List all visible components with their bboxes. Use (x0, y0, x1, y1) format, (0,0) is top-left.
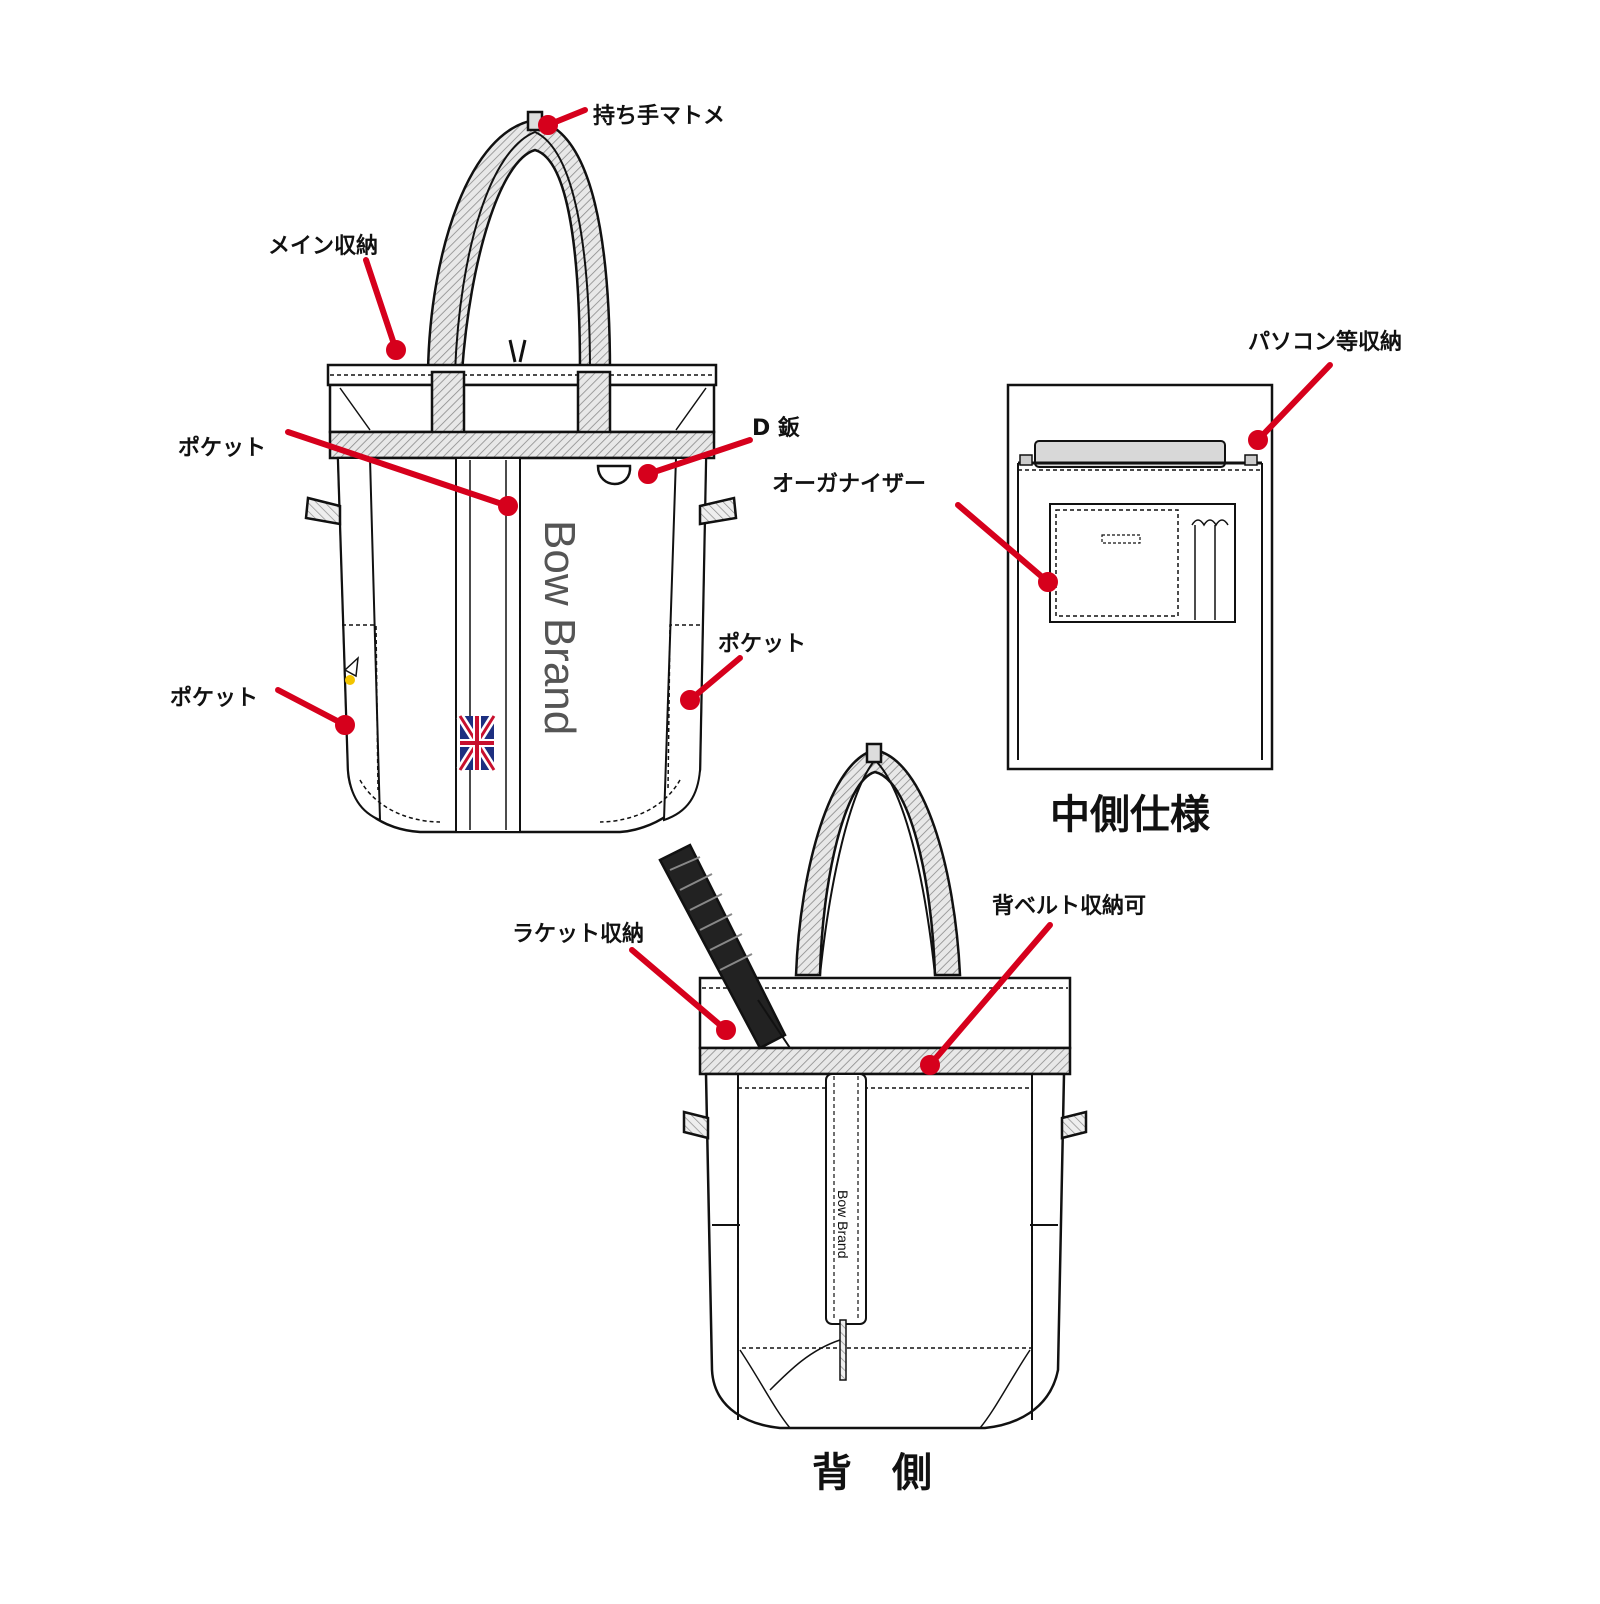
leader-organizer (955, 502, 1051, 585)
front-main-body (336, 456, 708, 834)
back-main-body (704, 1072, 1066, 1430)
racket (658, 843, 791, 1050)
front-belt-band (328, 430, 716, 460)
leader-lines (275, 107, 1333, 1075)
leader-pocket-front (285, 429, 511, 509)
leader-pocket-right (687, 655, 743, 703)
label-organizer: オーガナイザー (772, 472, 927, 497)
leader-main-storage (363, 257, 399, 353)
label-pc-storage: パソコン等収納 (1248, 330, 1403, 355)
leader-pocket-left (275, 687, 348, 728)
union-jack-flag (456, 713, 498, 773)
leader-pc-storage (1255, 362, 1333, 443)
label-d-ring: D 鈑 (752, 416, 800, 441)
leader-d-ring (645, 437, 753, 477)
label-pocket-front: ポケット (178, 436, 267, 461)
back-belt-band (698, 1046, 1072, 1076)
back-brand-text: Bow Brand (835, 1190, 851, 1258)
label-back-side: 背 側 (812, 1450, 932, 1496)
label-main-storage: メイン収納 (268, 234, 379, 259)
leader-racket-storage (629, 947, 729, 1033)
front-brand-text: Bow Brand (535, 520, 584, 735)
side-logo (343, 656, 359, 685)
label-back-belt: 背ベルト収納可 (992, 894, 1147, 919)
label-pocket-left: ポケット (170, 686, 259, 711)
pc-sleeve-top (1034, 440, 1226, 468)
label-racket-storage: ラケット収納 (512, 922, 645, 947)
back-handle-outer (794, 748, 962, 977)
label-inner-spec: 中側仕様 (1050, 792, 1210, 838)
front-handle-inner (454, 130, 591, 373)
label-handle-bind: 持ち手マトメ (593, 104, 726, 129)
leader-back-belt (927, 922, 1053, 1068)
front-bag (304, 110, 738, 834)
d-ring (596, 464, 632, 486)
back-bag (658, 742, 1088, 1430)
label-pocket-right: ポケット (718, 632, 807, 657)
front-upper-body (328, 383, 716, 434)
